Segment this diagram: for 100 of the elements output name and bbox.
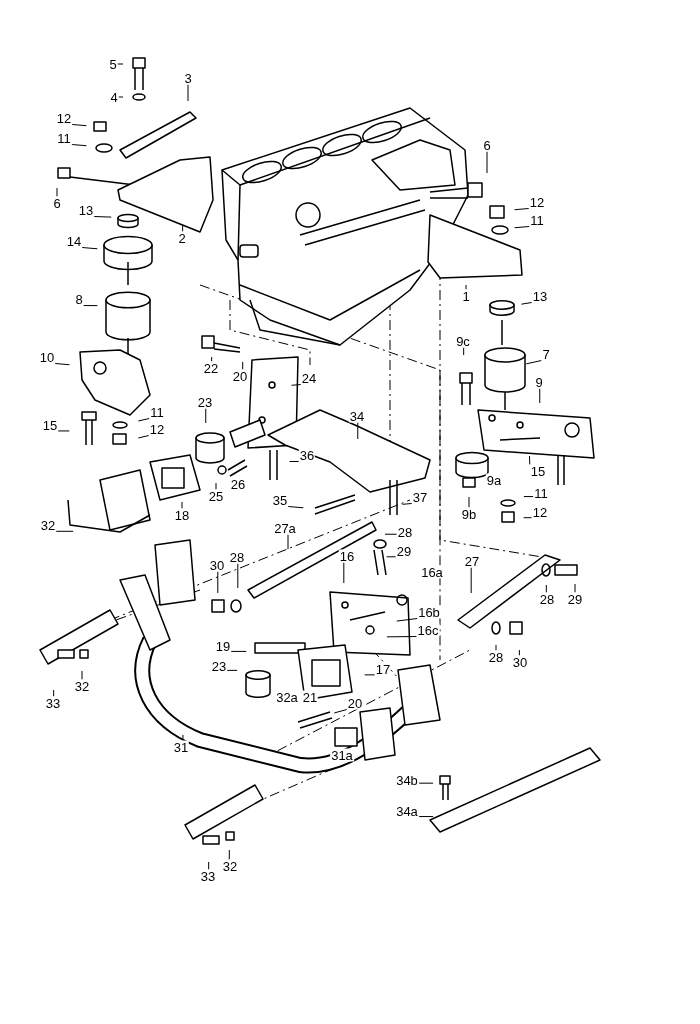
leader-line <box>523 496 534 498</box>
callout-number: 34 <box>348 409 366 423</box>
leader-line <box>71 144 87 147</box>
callout-number: 23 <box>196 395 214 409</box>
leader-line <box>54 363 70 366</box>
callout-number: 11 <box>56 131 72 145</box>
callout-number: 12 <box>531 505 549 519</box>
callout-number: 7 <box>541 347 551 361</box>
callout-number: 16c <box>416 623 440 637</box>
leader-line <box>574 583 576 593</box>
callout-number: 32a <box>275 690 299 704</box>
callout-number: 11 <box>533 486 549 500</box>
callout-number: 16a <box>420 565 444 579</box>
leader-line <box>357 422 359 440</box>
leader-line <box>463 347 465 356</box>
callout-number: 2 <box>177 231 187 245</box>
leader-line <box>470 567 472 594</box>
leader-line <box>465 284 467 290</box>
leader-line <box>211 356 213 362</box>
callout-number: 21 <box>301 690 319 704</box>
callout-number: 12 <box>55 111 73 125</box>
leader-line <box>137 418 150 422</box>
callout-number: 9a <box>485 473 503 487</box>
callout-number: 26 <box>229 477 247 491</box>
leader-line <box>237 563 239 589</box>
callout-number: 34b <box>395 773 419 787</box>
leader-line <box>217 571 219 594</box>
leader-line <box>290 384 302 386</box>
callout-number: 16 <box>338 549 356 563</box>
leader-line <box>137 435 150 439</box>
callout-number: 15 <box>529 464 547 478</box>
leader-line <box>396 618 418 622</box>
leader-line <box>242 361 244 370</box>
callout-number: 27a <box>273 521 297 535</box>
leader-line <box>525 360 542 365</box>
callout-number: 1 <box>461 289 471 303</box>
callout-number: 11 <box>529 213 545 227</box>
callout-number: 34a <box>395 804 419 818</box>
callout-number: 33 <box>44 696 62 710</box>
leader-line <box>55 530 74 532</box>
callout-number: 9b <box>460 507 478 521</box>
callout-number: 16b <box>417 605 441 619</box>
callout-number: 14 <box>65 234 83 248</box>
leader-line <box>228 849 230 860</box>
leader-line <box>182 734 184 741</box>
leader-line <box>401 503 413 505</box>
callout-number: 4 <box>109 90 119 104</box>
callout-number: 32 <box>73 679 91 693</box>
leader-line <box>205 408 207 424</box>
leader-line <box>333 709 348 714</box>
callout-number: 36 <box>298 448 316 462</box>
callout-number: 9 <box>534 375 544 389</box>
leader-line <box>57 430 70 432</box>
callout-number: 6 <box>52 196 62 210</box>
leader-line <box>343 562 345 584</box>
leader-line <box>181 501 183 509</box>
leader-line <box>418 816 434 818</box>
callout-number: 30 <box>208 558 226 572</box>
callout-number: 28 <box>487 650 505 664</box>
callout-number: 28 <box>396 525 414 539</box>
leader-line <box>545 584 547 593</box>
leader-line <box>523 517 533 519</box>
callout-number: 25 <box>207 489 225 503</box>
callout-number: 6 <box>482 138 492 152</box>
leader-line <box>518 649 520 656</box>
leader-line <box>81 670 83 680</box>
leader-line <box>226 669 238 671</box>
leader-line <box>71 124 87 127</box>
leader-line <box>468 496 470 508</box>
callout-number: 37 <box>411 490 429 504</box>
leader-line <box>486 151 488 174</box>
callout-number: 22 <box>202 361 220 375</box>
callout-number: 32 <box>39 518 57 532</box>
leader-line <box>364 674 376 676</box>
callout-number: 31a <box>330 748 354 762</box>
leader-line <box>386 636 417 638</box>
leader-line <box>117 63 124 65</box>
callout-number: 17 <box>374 662 392 676</box>
leader-line <box>56 187 58 197</box>
callout-number: 11 <box>149 405 165 419</box>
leader-line <box>187 84 189 102</box>
leader-line <box>287 534 289 550</box>
callout-number: 15 <box>41 418 59 432</box>
leader-line <box>215 482 217 490</box>
callout-number: 33 <box>199 869 217 883</box>
callout-number: 5 <box>108 57 118 71</box>
callout-number: 9c <box>455 334 471 348</box>
leader-line <box>93 216 112 218</box>
callout-number: 29 <box>566 592 584 606</box>
leader-line <box>182 224 184 232</box>
callout-number: 13 <box>77 203 95 217</box>
leader-line <box>418 782 434 784</box>
leader-line <box>514 226 530 229</box>
leader-line <box>495 644 497 651</box>
callout-number: 30 <box>511 655 529 669</box>
callout-number: 24 <box>300 371 318 385</box>
leader-line <box>386 556 397 558</box>
leader-line <box>520 302 533 305</box>
callout-number: 19 <box>214 639 232 653</box>
leader-line <box>289 461 300 463</box>
